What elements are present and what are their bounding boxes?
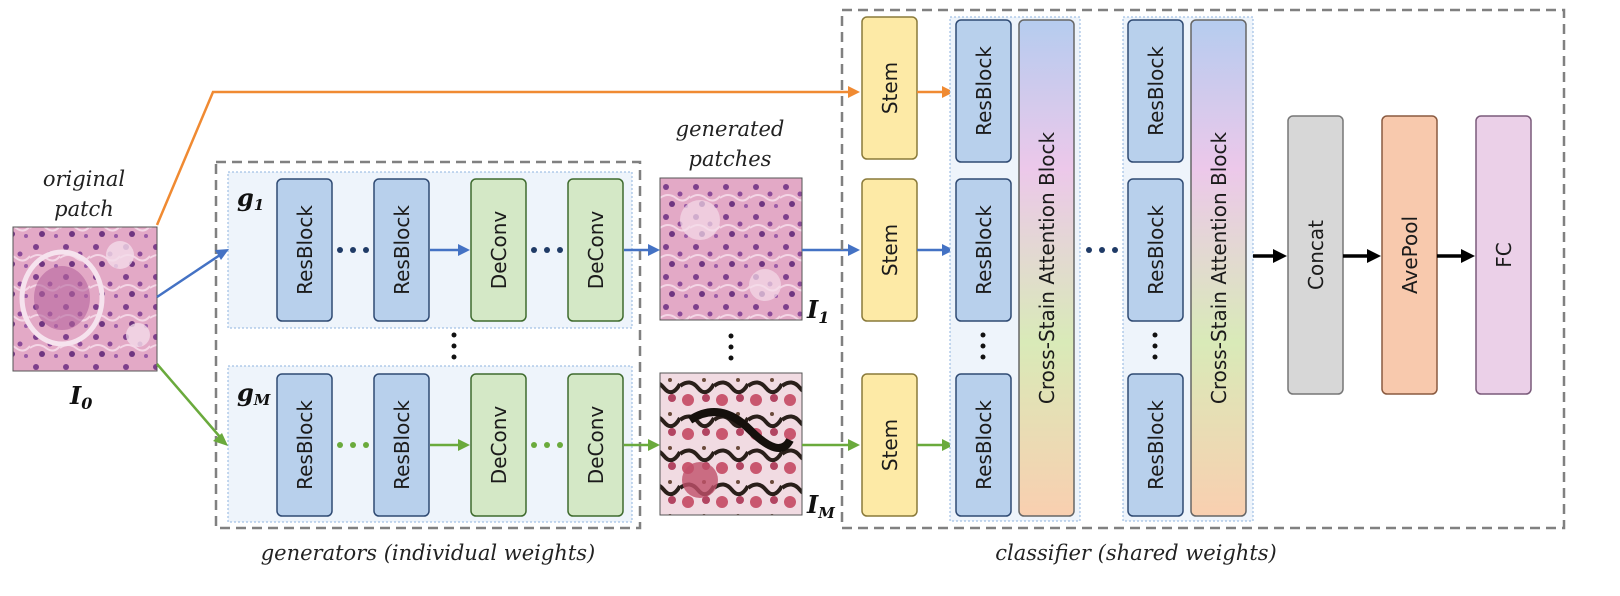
genM-dots-1 bbox=[337, 442, 369, 448]
gen1-deconv-2 bbox=[567, 178, 624, 322]
stem-3-label: Stem bbox=[878, 419, 902, 471]
gen1-arrow bbox=[430, 244, 470, 256]
fc-label: FC bbox=[1492, 242, 1516, 267]
gen1-resblock-2 bbox=[373, 178, 430, 322]
stages-dots bbox=[1086, 247, 1118, 253]
genM-to-patch-arrow bbox=[624, 439, 660, 451]
stageN-resblock-1-label: ResBlock bbox=[1144, 46, 1168, 136]
concat-to-avepool-arrow bbox=[1343, 249, 1381, 263]
attn-to-concat-arrow bbox=[1253, 249, 1287, 263]
gen1-resblock-1-label: ResBlock bbox=[293, 205, 317, 295]
genM-deconv-2-label: DeConv bbox=[584, 406, 608, 485]
stage1-vertical-dots bbox=[980, 332, 986, 360]
stageN-vertical-dots bbox=[1152, 332, 1158, 360]
caption-generated-line2: patches bbox=[689, 147, 772, 171]
stage1-resblock-2 bbox=[955, 178, 1012, 322]
fc-block bbox=[1475, 115, 1532, 395]
symbol-IM: IM bbox=[806, 490, 835, 522]
generators-vertical-dots bbox=[451, 332, 457, 360]
stageN-resblock-2 bbox=[1127, 178, 1184, 322]
genM-deconv-1-label: DeConv bbox=[487, 406, 511, 485]
caption-original-line1: original bbox=[43, 167, 125, 191]
caption-generators: generators (individual weights) bbox=[261, 541, 596, 565]
generators-frame bbox=[214, 160, 642, 530]
genM-resblock-2 bbox=[373, 373, 430, 517]
caption-generated-line1: generated bbox=[676, 117, 785, 141]
input-patch-image bbox=[12, 226, 158, 372]
avepool-to-fc-arrow bbox=[1437, 249, 1475, 263]
generated-patch-1-image bbox=[659, 177, 803, 321]
gen1-resblock-2-label: ResBlock bbox=[390, 205, 414, 295]
classifier-frame bbox=[840, 8, 1566, 530]
concat-label: Concat bbox=[1304, 220, 1328, 290]
gen1-deconv-2-label: DeConv bbox=[584, 211, 608, 290]
stageN-attention-block bbox=[1190, 19, 1247, 517]
stageN-resblock-2-label: ResBlock bbox=[1144, 205, 1168, 295]
stem1-to-res-arrow bbox=[917, 86, 954, 98]
gen1-to-patch-arrow bbox=[624, 244, 660, 256]
genM-deconv-1 bbox=[470, 373, 527, 517]
blue-input-arrow bbox=[156, 249, 229, 299]
stem-1-label: Stem bbox=[878, 62, 902, 114]
stage1-resblock-2-label: ResBlock bbox=[972, 205, 996, 295]
gen1-deconv-1 bbox=[470, 178, 527, 322]
symbol-I1: I1 bbox=[806, 295, 829, 327]
stem2-to-res-arrow bbox=[917, 244, 954, 256]
gen1-deconv-1-label: DeConv bbox=[487, 211, 511, 290]
caption-classifier: classifier (shared weights) bbox=[995, 541, 1277, 565]
stageN-attention-label: Cross-Stain Attention Block bbox=[1207, 131, 1231, 404]
symbol-gM: gM bbox=[237, 378, 271, 409]
symbol-g1: g1 bbox=[237, 183, 264, 214]
stageN-resblock-3 bbox=[1127, 373, 1184, 517]
genM-deconv-2 bbox=[567, 373, 624, 517]
symbol-I0: I0 bbox=[69, 381, 92, 413]
caption-original-line2: patch bbox=[54, 197, 114, 221]
genM-dots-2 bbox=[531, 442, 563, 448]
patchM-to-stem-arrow bbox=[802, 439, 860, 451]
gen1-resblock-1 bbox=[276, 178, 333, 322]
patch1-to-stem-arrow bbox=[802, 244, 860, 256]
stem3-to-res-arrow bbox=[917, 439, 954, 451]
stage1-resblock-3 bbox=[955, 373, 1012, 517]
genM-arrow bbox=[430, 439, 470, 451]
avepool-label: AvePool bbox=[1398, 216, 1422, 294]
gen1-dots-1 bbox=[337, 247, 369, 253]
stage1-attention-label: Cross-Stain Attention Block bbox=[1035, 131, 1059, 404]
gen1-dots-2 bbox=[531, 247, 563, 253]
patches-vertical-dots bbox=[728, 333, 734, 361]
stage1-resblock-1 bbox=[955, 19, 1012, 163]
stem-2-label: Stem bbox=[878, 224, 902, 276]
stageN-resblock-3-label: ResBlock bbox=[1144, 400, 1168, 490]
orange-arrow bbox=[155, 86, 860, 226]
stem-1 bbox=[861, 16, 918, 160]
genM-resblock-1 bbox=[276, 373, 333, 517]
stageN-resblock-1 bbox=[1127, 19, 1184, 163]
generated-patch-M-image bbox=[659, 372, 803, 516]
stage1-resblock-1-label: ResBlock bbox=[972, 46, 996, 136]
green-input-arrow bbox=[156, 363, 228, 446]
stage1-resblock-3-label: ResBlock bbox=[972, 400, 996, 490]
genM-resblock-2-label: ResBlock bbox=[390, 400, 414, 490]
genM-resblock-1-label: ResBlock bbox=[293, 400, 317, 490]
stage1-attention-block bbox=[1018, 19, 1075, 517]
